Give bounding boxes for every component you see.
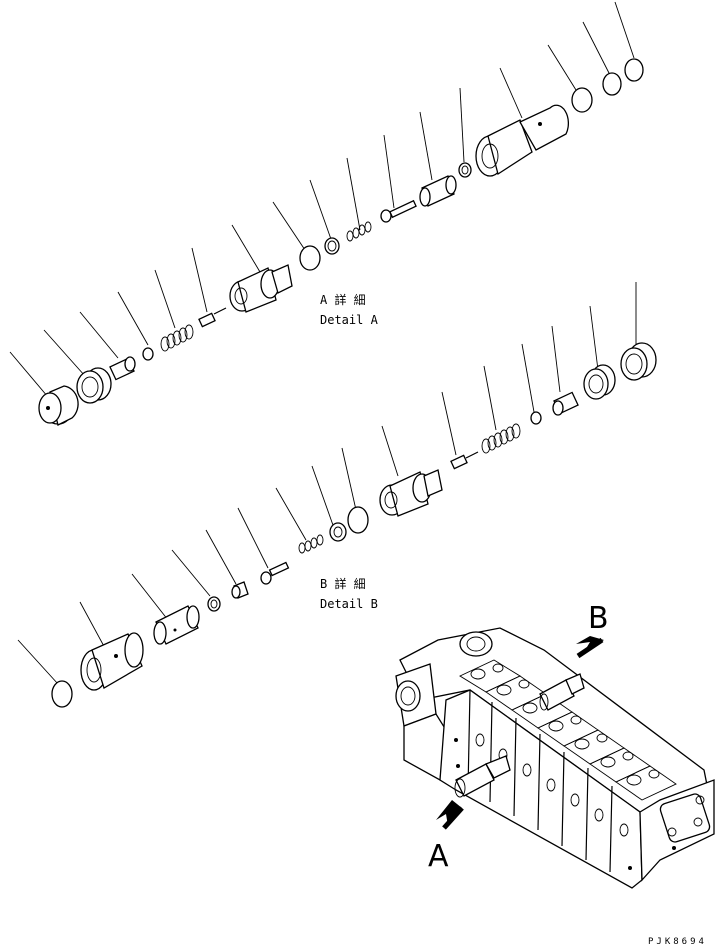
- main-sleeve-b: [80, 632, 144, 691]
- ring-b: [207, 596, 221, 612]
- sleeve-a: [419, 175, 457, 207]
- plug-b: [552, 391, 579, 416]
- sleeve-b: [153, 605, 200, 645]
- cap-a: [38, 385, 79, 426]
- backup-ring-a: [324, 237, 340, 255]
- ball-b: [530, 411, 542, 425]
- ring-a: [458, 162, 472, 178]
- drawing-code: PJK8694: [648, 937, 707, 947]
- detail-a-caption-en: Detail A: [320, 313, 379, 327]
- callout-b: B: [588, 601, 609, 636]
- small-spring-b: [298, 534, 324, 554]
- cap-b: [620, 342, 657, 381]
- poppet-pin-b: [450, 451, 479, 470]
- o-ring-a4: [624, 58, 644, 82]
- valve-body-a: [229, 264, 293, 313]
- top-ports: [459, 659, 677, 801]
- o-ring-a3: [602, 72, 622, 96]
- o-ring-a1: [299, 245, 321, 271]
- backup-ring-b: [329, 522, 347, 542]
- o-ring-b2: [51, 680, 73, 708]
- control-valve-block: [395, 627, 715, 889]
- detail-b-leaders: [17, 282, 637, 685]
- detail-a-assembly: [9, 1, 644, 426]
- installed-valve-a: [454, 755, 511, 798]
- detail-a-caption-jp: A 詳 細: [320, 292, 366, 307]
- small-spring-a: [346, 221, 372, 242]
- o-ring-b1: [347, 506, 369, 534]
- o-ring-a2: [571, 87, 593, 113]
- plug-b2: [231, 581, 249, 599]
- spring-a: [160, 324, 194, 352]
- nut-b: [583, 364, 616, 400]
- valve-body-b: [379, 469, 443, 517]
- spring-b: [481, 423, 521, 454]
- section-dividers: [467, 689, 613, 873]
- ball-a: [142, 347, 154, 361]
- detail-b-caption-jp: B 詳 細: [320, 576, 366, 591]
- nut-a: [76, 367, 112, 404]
- poppet-pin-a: [198, 307, 227, 328]
- pin-b: [260, 561, 290, 585]
- plug-a: [109, 356, 136, 381]
- callout-a: A: [428, 839, 449, 874]
- detail-a-leaders: [9, 1, 635, 398]
- installed-valve-b: [539, 673, 585, 711]
- detail-b-caption-en: Detail B: [320, 597, 378, 611]
- arrow-b: [576, 636, 604, 659]
- detail-b-assembly: [17, 282, 657, 708]
- arrow-a: [436, 800, 464, 830]
- pin-a: [380, 199, 417, 223]
- main-sleeve-a: [475, 104, 569, 177]
